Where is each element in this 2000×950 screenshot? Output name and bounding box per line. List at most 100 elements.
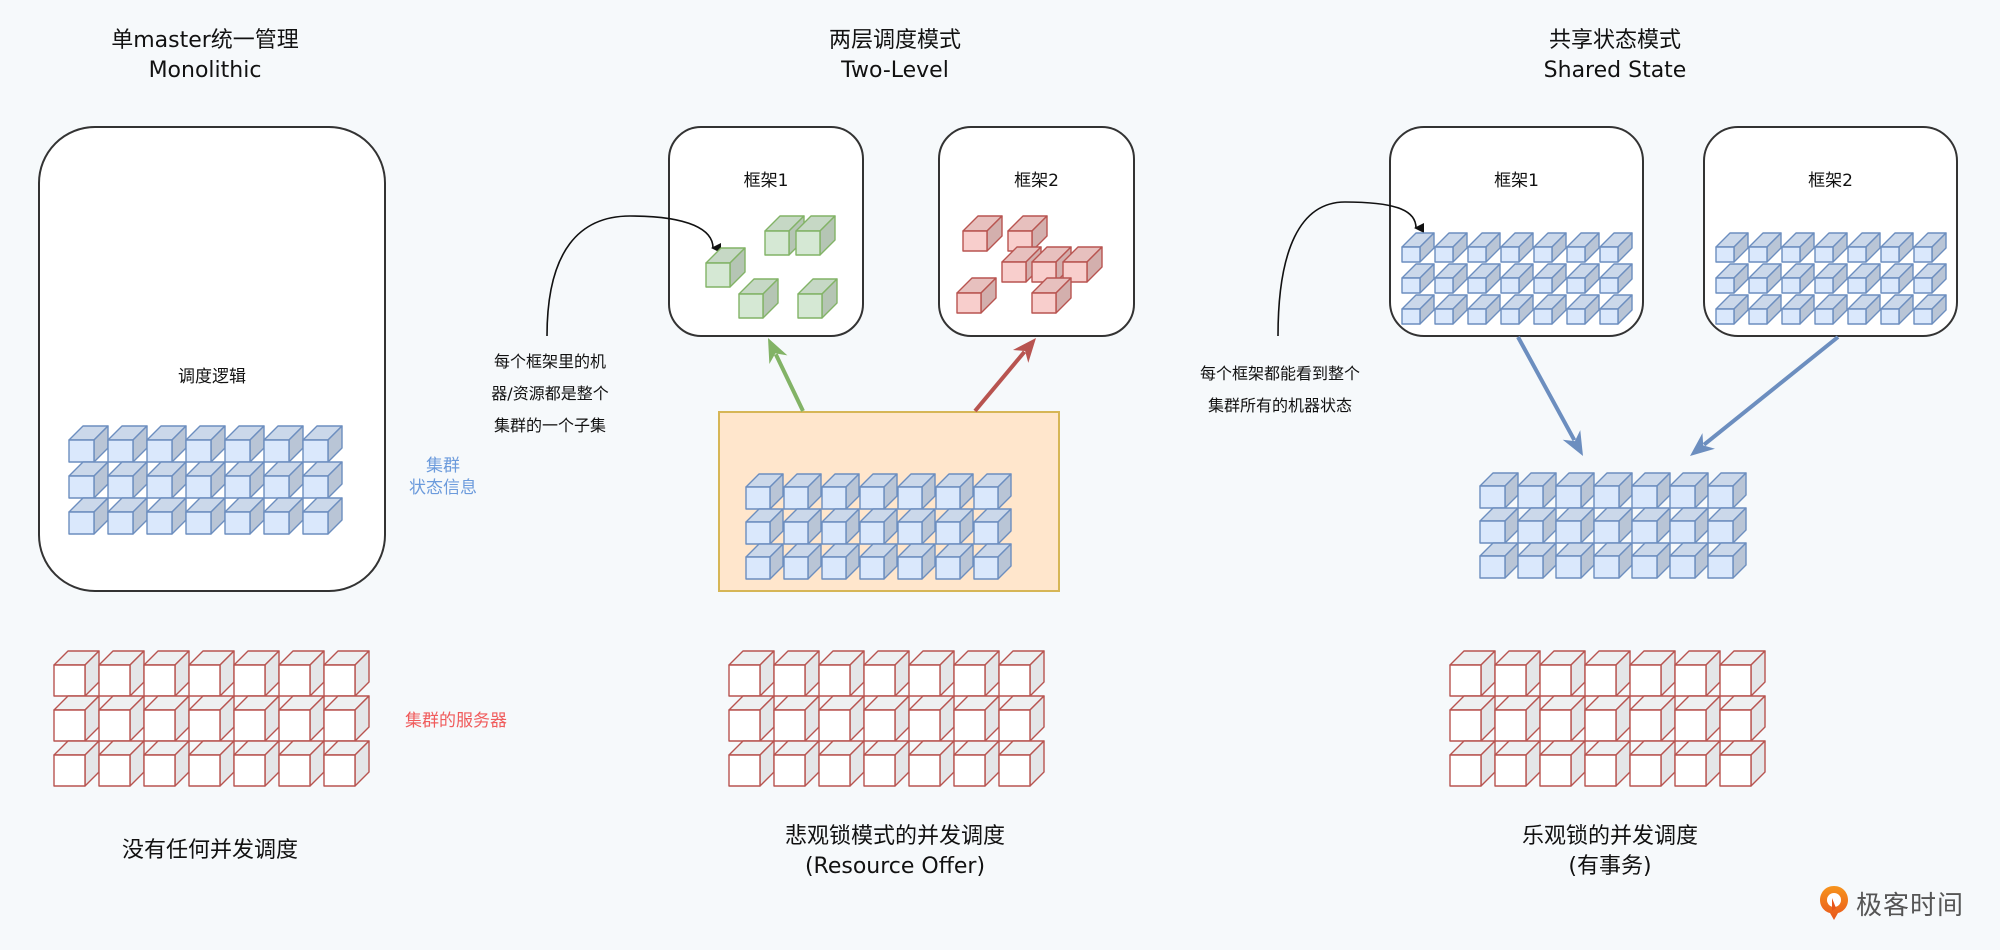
cluster-server-cube bbox=[953, 650, 1000, 697]
cluster-server-cube bbox=[188, 695, 235, 742]
shared-cluster-state-cube bbox=[1631, 507, 1671, 544]
monolithic-caption: 没有任何并发调度 bbox=[60, 836, 360, 866]
cluster-state-cube bbox=[185, 461, 226, 499]
two-level-title: 两层调度模式 Two-Level bbox=[750, 26, 1040, 86]
shared-cluster-state-cube bbox=[1593, 542, 1633, 579]
cluster-server-cube bbox=[1584, 695, 1631, 742]
shared-cluster-state-cube bbox=[1631, 472, 1671, 509]
shared-cluster-state-cube bbox=[1669, 507, 1709, 544]
monolithic-caption-line1: 没有任何并发调度 bbox=[121, 838, 298, 863]
cluster-server-cube bbox=[1629, 650, 1676, 697]
frame1-state-cube bbox=[1500, 263, 1534, 294]
cluster-state-cube bbox=[302, 497, 343, 535]
cluster-server-cube bbox=[98, 650, 145, 697]
frame2-state-cube bbox=[1814, 263, 1848, 294]
cluster-state-cube bbox=[783, 508, 822, 545]
cluster-server-cube bbox=[143, 650, 190, 697]
frame2-resource-cube bbox=[1007, 215, 1048, 252]
cluster-state-label-line1: 集群 bbox=[426, 456, 460, 476]
cluster-state-cube bbox=[263, 461, 304, 499]
frame1-state-cube bbox=[1467, 263, 1501, 294]
shared-state-frame2-label: 框架2 bbox=[1808, 171, 1853, 191]
cluster-server-cube bbox=[1494, 740, 1541, 787]
shared-cluster-state-cube bbox=[1555, 472, 1595, 509]
cluster-server-cube bbox=[143, 740, 190, 787]
shared-cluster-state-cube bbox=[1707, 542, 1747, 579]
cluster-state-cube bbox=[263, 497, 304, 535]
cluster-server-cube bbox=[908, 695, 955, 742]
frame2-resource-cube bbox=[956, 277, 997, 314]
frame2-state-cube bbox=[1913, 232, 1947, 263]
two-level-title-cn: 两层调度模式 bbox=[828, 28, 961, 53]
cluster-server-cube bbox=[998, 650, 1045, 697]
frame2-state-cube bbox=[1880, 263, 1914, 294]
frame2-state-cube bbox=[1847, 263, 1881, 294]
cluster-server-cube bbox=[1539, 650, 1586, 697]
cluster-server-cube bbox=[728, 740, 775, 787]
cluster-state-cube bbox=[107, 461, 148, 499]
offer-to-frame2-arrow bbox=[973, 338, 1036, 413]
frame2-resource-cube bbox=[1062, 246, 1103, 283]
shared-state-caption-line2: (有事务) bbox=[1568, 854, 1652, 879]
cluster-server-cube bbox=[278, 740, 325, 787]
frame2-state-cube bbox=[1847, 232, 1881, 263]
shared-cluster-state-cube bbox=[1479, 542, 1519, 579]
cluster-server-cube bbox=[323, 740, 370, 787]
cluster-state-cube bbox=[263, 425, 304, 463]
monolithic-title-cn: 单master统一管理 bbox=[111, 28, 299, 53]
cluster-state-cube bbox=[897, 543, 936, 580]
cluster-state-cube bbox=[821, 508, 860, 545]
two-level-frame1-label: 框架1 bbox=[743, 171, 789, 191]
cluster-server-cube bbox=[1719, 740, 1766, 787]
cluster-server-cube bbox=[908, 740, 955, 787]
shared-cluster-state-cube bbox=[1555, 542, 1595, 579]
cluster-state-cube bbox=[185, 497, 226, 535]
shared-state-title-en: Shared State bbox=[1543, 58, 1687, 83]
frame1-state-cube bbox=[1533, 294, 1567, 325]
cluster-state-cube bbox=[68, 497, 109, 535]
frame1-state-cube bbox=[1434, 263, 1468, 294]
shared-state-frame1-label: 框架1 bbox=[1494, 171, 1539, 191]
cluster-server-cube bbox=[188, 740, 235, 787]
cluster-server-cube bbox=[278, 695, 325, 742]
frame2-state-cube bbox=[1880, 294, 1914, 325]
cluster-state-cube bbox=[821, 473, 860, 510]
frame2-to-shared-state-arrow bbox=[1690, 335, 1840, 456]
cluster-server-cube bbox=[1629, 695, 1676, 742]
cluster-server-cube bbox=[818, 650, 865, 697]
cluster-state-cube bbox=[821, 543, 860, 580]
frame1-resource-cube bbox=[795, 215, 836, 256]
frame1-state-cube bbox=[1599, 232, 1633, 263]
cluster-state-cube bbox=[224, 425, 265, 463]
cluster-state-cube bbox=[973, 508, 1012, 545]
cluster-server-cube bbox=[863, 650, 910, 697]
shared-cluster-state-cube bbox=[1669, 542, 1709, 579]
shared-cluster-state-cube bbox=[1517, 507, 1557, 544]
cluster-server-cube bbox=[1539, 695, 1586, 742]
shared-state-title: 共享状态模式 Shared State bbox=[1470, 26, 1760, 86]
two-level-caption: 悲观锁模式的并发调度 (Resource Offer) bbox=[730, 822, 1060, 882]
frame2-state-cube bbox=[1913, 294, 1947, 325]
shared-state-caption: 乐观锁的并发调度 (有事务) bbox=[1460, 822, 1760, 882]
frame1-state-cube bbox=[1434, 232, 1468, 263]
cluster-server-cube bbox=[1449, 740, 1496, 787]
shared-cluster-state-cube bbox=[1707, 507, 1747, 544]
frame1-state-cube bbox=[1500, 232, 1534, 263]
monolithic-title: 单master统一管理 Monolithic bbox=[60, 26, 350, 86]
subset-curved-arrow bbox=[546, 215, 722, 337]
cluster-server-cube bbox=[1719, 650, 1766, 697]
shared-state-title-cn: 共享状态模式 bbox=[1548, 28, 1681, 53]
cluster-server-cube bbox=[863, 740, 910, 787]
two-level-caption-line2: (Resource Offer) bbox=[804, 854, 986, 879]
cluster-state-cube bbox=[68, 425, 109, 463]
frame2-state-cube bbox=[1814, 232, 1848, 263]
frame2-resource-cube bbox=[962, 215, 1003, 252]
two-level-title-en: Two-Level bbox=[841, 58, 949, 83]
frame2-state-cube bbox=[1847, 294, 1881, 325]
shared-state-note: 每个框架都能看到整个 集群所有的机器状态 bbox=[1170, 358, 1390, 422]
frame2-state-cube bbox=[1781, 232, 1815, 263]
cluster-server-cube bbox=[1719, 695, 1766, 742]
cluster-state-cube bbox=[107, 497, 148, 535]
frame1-state-cube bbox=[1401, 263, 1435, 294]
cluster-state-cube bbox=[783, 543, 822, 580]
